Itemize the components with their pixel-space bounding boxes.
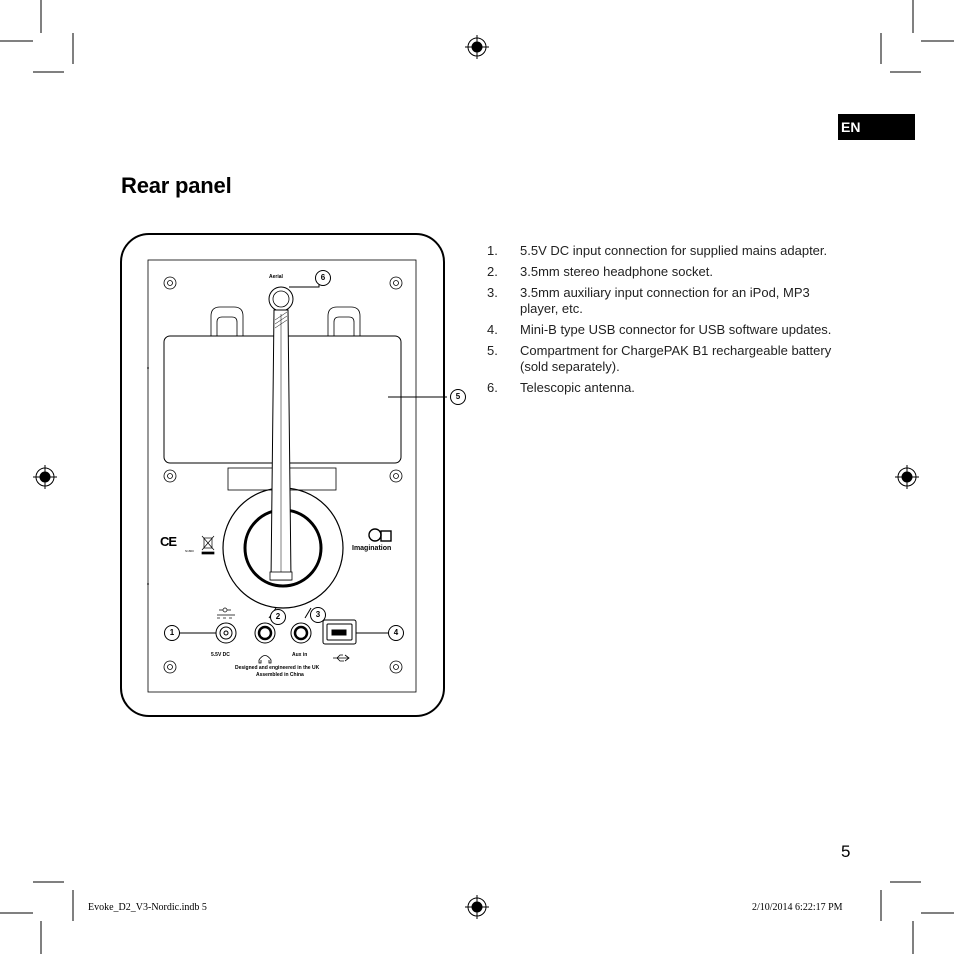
item-number: 1. xyxy=(487,243,498,258)
dc-label: 5.5V DC xyxy=(211,652,230,658)
registration-mark-right xyxy=(895,465,919,489)
weee-bin-icon xyxy=(201,535,215,555)
language-tab: EN xyxy=(838,114,915,140)
callout-2: 2 xyxy=(270,609,286,625)
page-title: Rear panel xyxy=(121,173,232,198)
usb-icon xyxy=(333,654,350,662)
footer-filename: Evoke_D2_V3-Nordic.indb 5 xyxy=(88,902,207,913)
footer-timestamp: 2/10/2014 6:22:17 PM xyxy=(752,902,843,913)
list-item: 2. 3.5mm stereo headphone socket. xyxy=(487,264,832,280)
rear-panel-feature-list: 1. 5.5V DC input connection for supplied … xyxy=(487,243,832,401)
item-number: 5. xyxy=(487,343,498,358)
list-item: 6. Telescopic antenna. xyxy=(487,380,832,396)
imagination-logo: Imagination xyxy=(352,545,392,552)
headphone-icon xyxy=(258,655,272,664)
item-number: 4. xyxy=(487,322,498,337)
callout-leaders xyxy=(179,277,447,634)
page-number: 5 xyxy=(841,842,851,861)
dc-polarity-icon xyxy=(217,607,235,619)
rear-panel-illustration: Aerial 5.5V DC Aux in Designed and engin… xyxy=(119,232,466,718)
item-text: 3.5mm auxiliary input connection for an … xyxy=(520,285,810,316)
callout-4: 4 xyxy=(388,625,404,641)
callout-1: 1 xyxy=(164,625,180,641)
connectors xyxy=(215,619,357,645)
item-number: 3. xyxy=(487,285,498,300)
item-text: Compartment for ChargePAK B1 rechargeabl… xyxy=(520,343,832,374)
item-number: 6. xyxy=(487,380,498,395)
imagination-logo-mark xyxy=(368,528,392,542)
rear-plate xyxy=(147,259,417,693)
list-item: 4. Mini-B type USB connector for USB soft… xyxy=(487,322,832,338)
callout-3: 3 xyxy=(310,607,326,623)
list-item: 3. 3.5mm auxiliary input connection for a… xyxy=(487,285,832,317)
item-text: 5.5V DC input connection for supplied ma… xyxy=(520,243,828,258)
item-text: Mini-B type USB connector for USB softwa… xyxy=(520,322,832,337)
aux-label: Aux in xyxy=(292,652,308,658)
aerial-label: Aerial xyxy=(269,274,283,280)
battery-clips xyxy=(210,306,361,336)
rear-panel-drawing xyxy=(120,233,447,717)
item-text: 3.5mm stereo headphone socket. xyxy=(520,264,713,279)
callout-6: 6 xyxy=(315,270,331,286)
callout-5: 5 xyxy=(450,389,466,405)
ce-code: N1800 xyxy=(185,549,194,553)
assembled-in-china-text: Assembled in China xyxy=(256,672,304,678)
designed-in-uk-text: Designed and engineered in the UK xyxy=(235,665,320,671)
screw-icons xyxy=(163,276,403,674)
item-number: 2. xyxy=(487,264,498,279)
registration-mark-top xyxy=(465,35,489,59)
list-item: 5. Compartment for ChargePAK B1 rechargea… xyxy=(487,343,832,375)
ce-mark: CE xyxy=(160,534,177,549)
registration-mark-left xyxy=(33,465,57,489)
registration-mark-bottom xyxy=(465,895,489,919)
list-item: 1. 5.5V DC input connection for supplied … xyxy=(487,243,832,259)
item-text: Telescopic antenna. xyxy=(520,380,635,395)
speaker-body-outline xyxy=(120,233,445,717)
telescopic-antenna xyxy=(269,309,293,581)
